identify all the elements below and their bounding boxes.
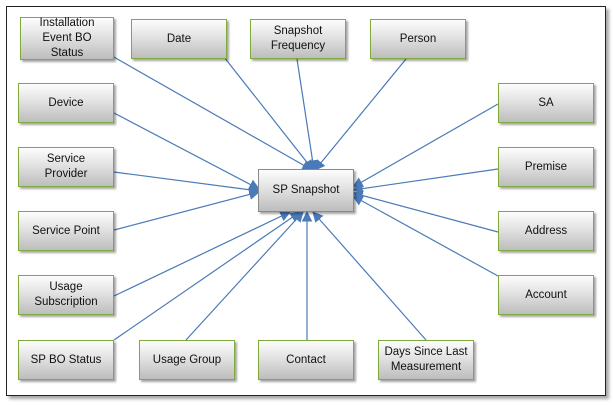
node-premise[interactable]: Premise xyxy=(498,147,594,187)
node-person[interactable]: Person xyxy=(370,19,466,59)
edge-premise-to-center xyxy=(351,168,499,194)
edge-account-to-center xyxy=(352,195,499,277)
node-usage-subscription[interactable]: Usage Subscription xyxy=(18,275,114,315)
node-contact[interactable]: Contact xyxy=(258,340,354,380)
node-sa[interactable]: SA xyxy=(498,83,594,123)
edge-sa-to-center xyxy=(352,103,499,188)
edge-usage-group-to-center xyxy=(185,211,304,341)
edge-installation-to-center xyxy=(111,55,313,171)
node-sp-bo-status[interactable]: SP BO Status xyxy=(18,340,114,380)
node-sp-snapshot[interactable]: SP Snapshot xyxy=(258,169,354,212)
edge-person-to-center xyxy=(314,58,407,171)
edge-snapshot-frequency-to-center xyxy=(296,58,318,172)
edge-usage-subscription-to-center xyxy=(113,211,291,297)
node-usage-group[interactable]: Usage Group xyxy=(139,340,235,380)
node-address[interactable]: Address xyxy=(498,211,594,251)
node-snapshot-frequency[interactable]: Snapshot Frequency xyxy=(250,19,346,59)
edge-address-to-center xyxy=(351,190,499,233)
edge-sp-bo-status-to-center xyxy=(113,211,301,341)
node-device[interactable]: Device xyxy=(18,83,114,123)
node-installation-event-bo-status[interactable]: Installation Event BO Status xyxy=(20,17,114,60)
edge-date-to-center xyxy=(223,56,314,171)
edge-service-point-to-center xyxy=(113,189,261,231)
node-service-point[interactable]: Service Point xyxy=(18,211,114,251)
node-days-since-last-measurement[interactable]: Days Since Last Measurement xyxy=(378,340,474,380)
edge-service-provider-to-center xyxy=(113,171,261,196)
edge-group xyxy=(111,55,499,341)
node-account[interactable]: Account xyxy=(498,275,594,315)
node-service-provider[interactable]: Service Provider xyxy=(18,147,114,187)
edge-days-since-to-center xyxy=(312,211,427,341)
node-date[interactable]: Date xyxy=(131,19,227,59)
edge-device-to-center xyxy=(113,112,260,190)
